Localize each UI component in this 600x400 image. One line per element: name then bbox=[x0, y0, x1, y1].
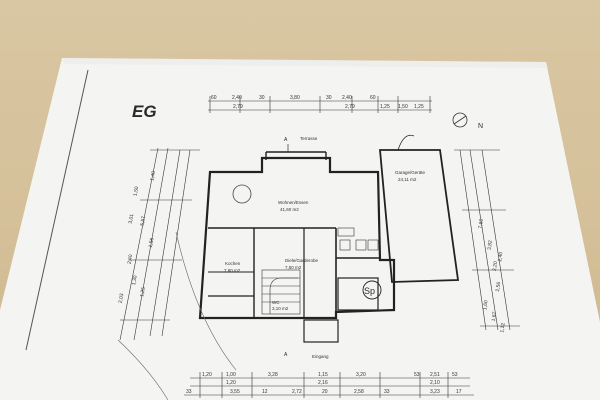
left-dim-6: 2,03 bbox=[118, 293, 126, 304]
bottom-dim-r1-0: 1,20 bbox=[202, 372, 212, 378]
left-dim-0: 3,01 bbox=[128, 213, 136, 224]
top-dim-9: 1,25 bbox=[380, 104, 390, 110]
living-label: Wohnen/Essen bbox=[278, 200, 309, 205]
top-dimension-chain bbox=[208, 96, 432, 113]
bottom-dim-r3-2: 12 bbox=[262, 389, 268, 395]
right-dim-3: 2,56 bbox=[495, 281, 502, 292]
right-dim-4: 2,40 bbox=[497, 251, 504, 262]
kitchen-area: 7,80 m2 bbox=[224, 268, 241, 273]
right-dim-0: 7,66 bbox=[478, 218, 485, 229]
garage-outline bbox=[379, 134, 460, 283]
top-dim-0: 60 bbox=[211, 95, 217, 101]
garage-area: 24,11 m2 bbox=[398, 177, 417, 182]
hall-label: Diele/Garderobe bbox=[285, 258, 319, 263]
left-dim-1: 5,57 bbox=[140, 215, 148, 226]
hall-area: 7,50 m2 bbox=[285, 265, 302, 270]
section-marker-top: A bbox=[284, 137, 288, 143]
right-dimension-chain bbox=[454, 149, 520, 331]
staircase-icon bbox=[261, 269, 301, 315]
paper-sheet bbox=[0, 58, 600, 400]
left-dimension-chain bbox=[119, 147, 200, 341]
left-dim-4: 1,30 bbox=[131, 275, 139, 286]
top-dim-2: 30 bbox=[259, 95, 265, 101]
top-dim-10: 1,50 bbox=[398, 104, 408, 110]
right-dim-6: 1,67 bbox=[491, 311, 498, 322]
terrace-label: Terrasse bbox=[300, 136, 318, 141]
floor-label: EG bbox=[132, 102, 157, 121]
top-dim-8: 2,79 bbox=[345, 104, 355, 110]
entrance-label: Eingang bbox=[312, 354, 329, 359]
house-walls bbox=[198, 151, 396, 320]
wc-label: WC bbox=[272, 300, 280, 305]
top-dim-11: 1,25 bbox=[414, 104, 424, 110]
bottom-dim-r2-2: 2,10 bbox=[430, 380, 440, 386]
left-dim-8: 1,40 bbox=[149, 171, 157, 182]
bottom-dim-r3-8: 17 bbox=[456, 389, 462, 395]
bottom-dim-r1-2: 3,28 bbox=[268, 372, 278, 378]
bottom-dim-r3-5: 2,58 bbox=[354, 389, 364, 395]
left-dim-5: 1,25 bbox=[139, 286, 147, 297]
storage-room: Sp bbox=[337, 277, 382, 311]
bottom-dimension-chain bbox=[184, 372, 474, 398]
bottom-dim-r1-1: 1,00 bbox=[226, 372, 236, 378]
top-dim-6: 60 bbox=[370, 95, 376, 101]
bottom-dim-r3-0: 33 bbox=[186, 389, 192, 395]
storage-symbol: Sp bbox=[364, 286, 375, 296]
left-dim-7: 1,56 bbox=[148, 237, 156, 248]
top-dim-7: 2,79 bbox=[233, 104, 243, 110]
top-dim-4: 30 bbox=[326, 95, 332, 101]
right-dim-5: 1,60 bbox=[482, 300, 489, 311]
table-icon bbox=[232, 184, 252, 204]
bottom-dim-r2-0: 1,20 bbox=[226, 380, 236, 386]
left-dim-3: 2,40 bbox=[127, 254, 135, 265]
right-dim-2: 2,20 bbox=[492, 261, 499, 272]
bottom-dim-r2-1: 2,16 bbox=[318, 380, 328, 386]
north-arrow-icon: N bbox=[452, 112, 483, 130]
bottom-dim-r3-3: 2,72 bbox=[292, 389, 302, 395]
kitchen-label: Kochen bbox=[225, 261, 241, 266]
top-dim-5: 2,40 bbox=[342, 95, 352, 101]
bottom-dim-r1-3: 1,15 bbox=[318, 372, 328, 378]
bottom-dim-r1-7: 53 bbox=[452, 372, 458, 378]
right-dim-7: 1,12 bbox=[499, 322, 506, 333]
bottom-dim-r1-6: 2,51 bbox=[430, 372, 440, 378]
bottom-dim-r3-7: 3,23 bbox=[430, 389, 440, 395]
bottom-dim-r3-6: 33 bbox=[384, 389, 390, 395]
living-area: 41,60 m2 bbox=[280, 207, 299, 212]
wc-area: 3,10 m2 bbox=[272, 306, 289, 311]
top-dim-3: 3,80 bbox=[290, 95, 300, 101]
bottom-dim-r3-1: 3,55 bbox=[230, 389, 240, 395]
garage-label: Garage/Geräte bbox=[395, 170, 426, 175]
bottom-dim-r1-5: 53 bbox=[414, 372, 420, 378]
north-label: N bbox=[478, 123, 483, 130]
top-dim-1: 2,40 bbox=[232, 95, 242, 101]
left-dim-2: 1,50 bbox=[133, 186, 141, 197]
section-marker-bottom: A bbox=[284, 352, 288, 358]
right-dim-1: 3,82 bbox=[487, 240, 494, 251]
bottom-dim-r1-4: 3,20 bbox=[356, 372, 366, 378]
bottom-dim-r3-4: 20 bbox=[322, 389, 328, 395]
